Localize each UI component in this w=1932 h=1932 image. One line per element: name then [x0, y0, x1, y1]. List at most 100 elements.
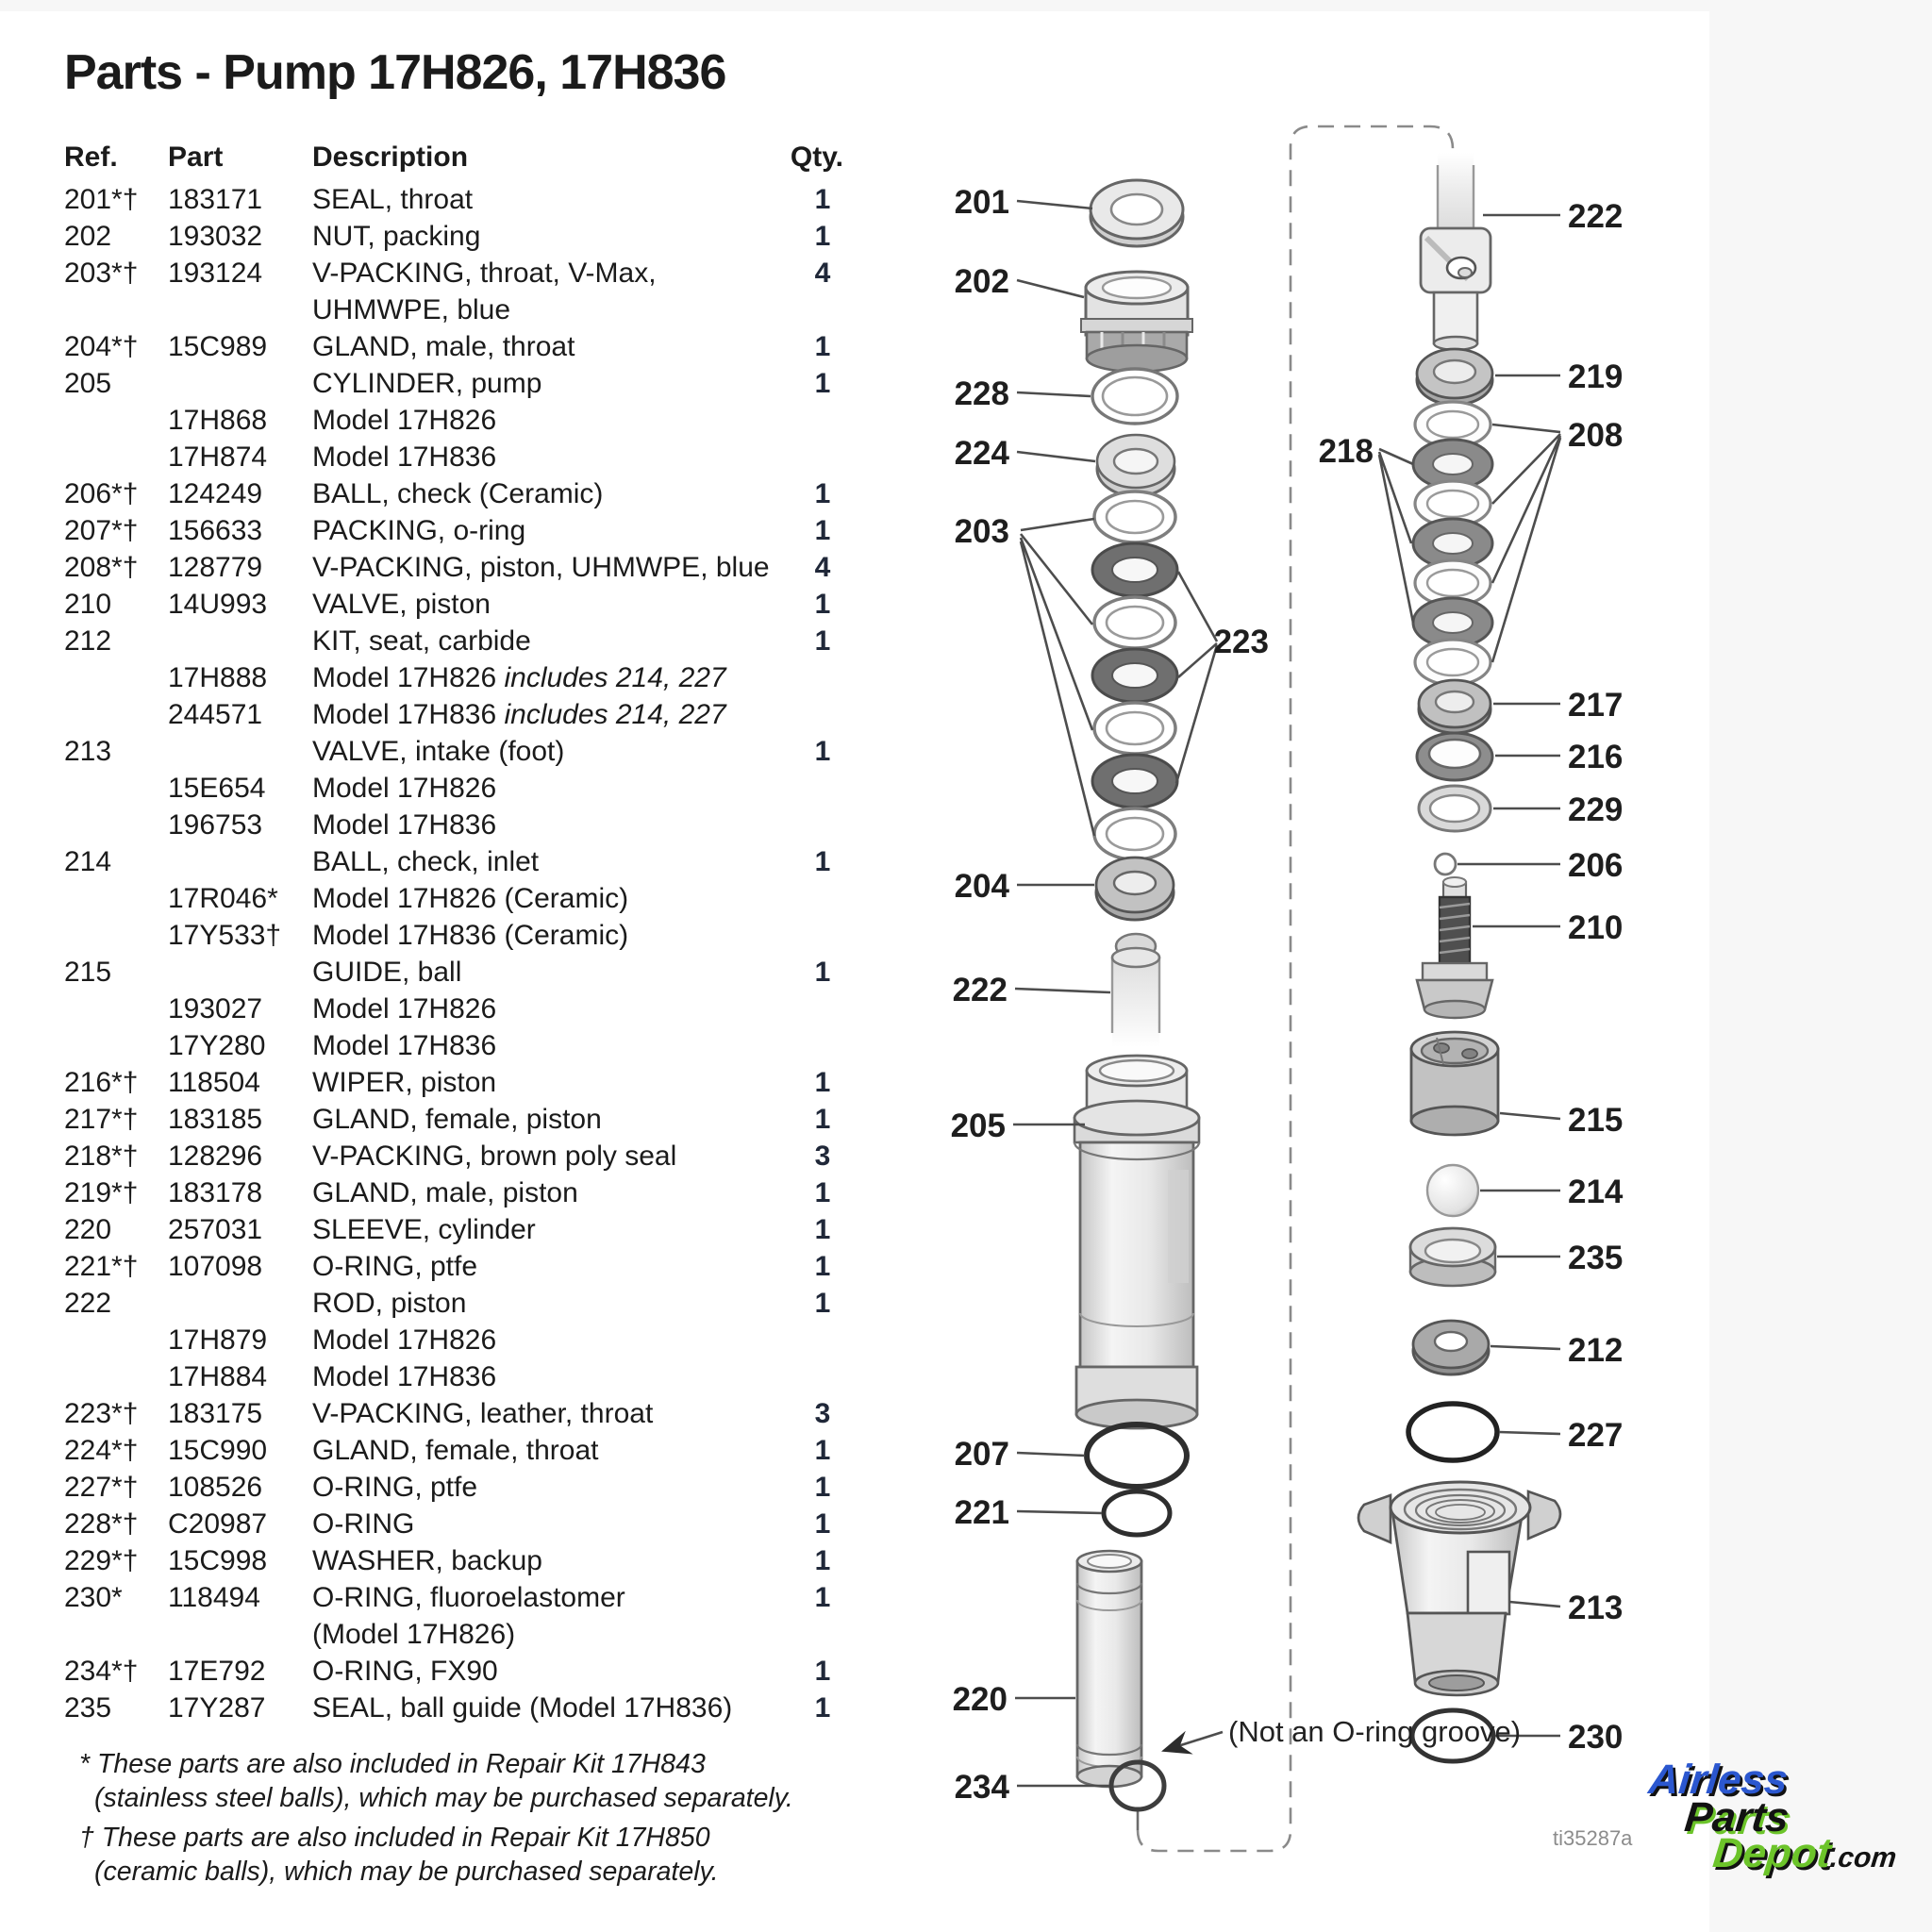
description-text: O-RING, FX90	[312, 1656, 498, 1687]
callout-208: 208	[1568, 417, 1623, 454]
qty-cell: 1	[814, 1104, 831, 1135]
qty-cell: 1	[814, 184, 831, 215]
description-text: Model 17H826	[312, 405, 497, 436]
part-number-cell: 15C989	[168, 331, 268, 362]
part-212-carbide-seat	[1411, 1319, 1491, 1376]
part-224-gland-female-throat	[1095, 433, 1176, 498]
callout-213: 213	[1568, 1590, 1623, 1626]
ref-cell: 230*	[64, 1582, 123, 1613]
qty-cell: 1	[814, 331, 831, 362]
ref-cell: 219*†	[64, 1177, 139, 1208]
table-row: 17H884 Model 17H836	[60, 1358, 843, 1395]
description-cell: BALL, check (Ceramic)	[312, 475, 843, 512]
callout-203: 203	[955, 513, 1009, 550]
description-text: O-RING, ptfe	[312, 1472, 478, 1503]
header-ref: Ref.	[64, 142, 118, 173]
description-text: WIPER, piston	[312, 1067, 497, 1098]
footnote-line: † These parts are also included in Repai…	[79, 1823, 710, 1853]
ref-cell: 214	[64, 846, 112, 877]
description-text: ROD, piston	[312, 1288, 467, 1319]
description-cell: Model 17H836 (Ceramic)	[312, 917, 843, 954]
qty-cell: 1	[814, 478, 831, 509]
callout-labels: 201 202 228 224 203 223 204 222 205 207 …	[951, 184, 1624, 1806]
page-margin-right	[1709, 0, 1932, 1932]
part-number-cell: 196753	[168, 809, 263, 841]
description-cell: VALVE, intake (foot)	[312, 733, 843, 770]
description-italic: includes 214, 227	[504, 662, 726, 693]
description-text: PACKING, o-ring	[312, 515, 526, 546]
footnote-line: (stainless steel balls), which may be pu…	[94, 1783, 793, 1813]
description-cell: Model 17H836	[312, 1027, 843, 1064]
description-text: Model 17H826	[312, 773, 497, 804]
header-description: Description	[312, 142, 469, 173]
part-222-piston-rod	[1419, 153, 1492, 352]
callout-227: 227	[1568, 1417, 1623, 1454]
logo-line-depot: Depot.com	[1710, 1830, 1899, 1877]
description-text: Model 17H836	[312, 699, 505, 730]
part-201-seal-throat	[1089, 178, 1185, 248]
description-cell: Model 17H836	[312, 807, 843, 843]
callout-202: 202	[955, 263, 1009, 300]
part-216-piston-wiper	[1415, 731, 1494, 782]
description-italic: includes 214, 227	[504, 699, 726, 730]
part-number-cell: 15C998	[168, 1545, 268, 1576]
description-cell: O-RING, FX90	[312, 1653, 843, 1690]
description-cell: Model 17H826	[312, 770, 843, 807]
qty-cell: 1	[814, 957, 831, 988]
part-number-cell: 17H884	[168, 1361, 268, 1392]
description-text: Model 17H836	[312, 809, 497, 841]
qty-cell: 1	[814, 1067, 831, 1098]
footnote-asterisk: * These parts are also included in Repai…	[79, 1747, 891, 1815]
description-cell: VALVE, piston	[312, 586, 843, 623]
description-cell: Model 17H826	[312, 402, 843, 439]
description-cell: SLEEVE, cylinder	[312, 1211, 843, 1248]
part-number-cell: 183178	[168, 1177, 263, 1208]
ref-cell: 205	[64, 368, 112, 399]
description-text: KIT, seat, carbide	[312, 625, 531, 657]
description-text: Model 17H836	[312, 1361, 497, 1392]
part-number-cell: 193124	[168, 258, 263, 289]
callout-221: 221	[955, 1494, 1009, 1531]
part-number-cell: 107098	[168, 1251, 263, 1282]
ref-cell: 215	[64, 957, 112, 988]
description-text: O-RING	[312, 1508, 415, 1540]
description-text: O-RING, ptfe	[312, 1251, 478, 1282]
description-cell: Model 17H826 (Ceramic)	[312, 880, 843, 917]
callout-212: 212	[1568, 1332, 1623, 1369]
footnotes: * These parts are also included in Repai…	[79, 1747, 891, 1894]
callout-210: 210	[1568, 909, 1623, 946]
ref-cell: 203*†	[64, 258, 139, 289]
description-text: SEAL, ball guide (Model 17H836)	[312, 1692, 733, 1724]
ref-cell: 210	[64, 589, 112, 620]
callout-205: 205	[951, 1108, 1006, 1144]
callout-201: 201	[955, 184, 1009, 221]
part-235-ball-guide-seal	[1408, 1226, 1497, 1288]
callout-230: 230	[1568, 1719, 1623, 1756]
part-number-cell: 118494	[168, 1582, 260, 1613]
callout-222-right: 222	[1568, 198, 1623, 235]
ref-cell: 213	[64, 736, 112, 767]
qty-cell: 1	[814, 1177, 831, 1208]
callout-215: 215	[1568, 1102, 1623, 1139]
qty-cell: 1	[814, 368, 831, 399]
description-text: V-PACKING, throat, V-Max,	[312, 258, 657, 289]
description-cell: Model 17H826 includes 214, 227	[312, 659, 843, 696]
description-text: Model 17H836	[312, 441, 497, 473]
description-text: GLAND, male, throat	[312, 331, 575, 362]
description-cell: GLAND, male, piston	[312, 1174, 843, 1211]
callout-223: 223	[1214, 624, 1269, 660]
ref-cell: 222	[64, 1288, 112, 1319]
description-cell: Model 17H836	[312, 439, 843, 475]
description-text: BALL, check, inlet	[312, 846, 540, 877]
ref-cell: 229*†	[64, 1545, 139, 1576]
description-text: VALVE, piston	[312, 589, 491, 620]
callout-214: 214	[1568, 1174, 1624, 1210]
